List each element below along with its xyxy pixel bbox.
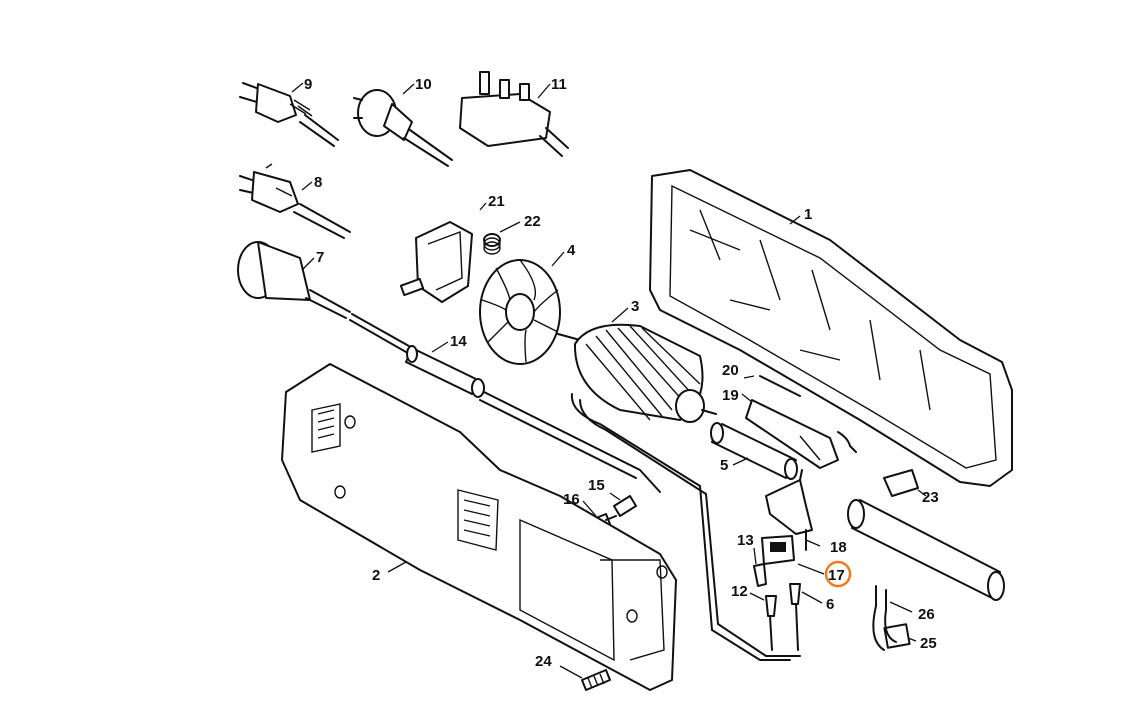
callout-label-23[interactable]: 23 bbox=[922, 489, 939, 506]
callout-label-5[interactable]: 5 bbox=[720, 457, 728, 474]
part-12-terminals[interactable] bbox=[765, 583, 801, 651]
callout-label-13[interactable]: 13 bbox=[737, 532, 754, 549]
callout-label-4[interactable]: 4 bbox=[567, 242, 576, 259]
callout-label-9[interactable]: 9 bbox=[304, 76, 312, 93]
callout-label-19[interactable]: 19 bbox=[722, 387, 739, 404]
callout-label-6[interactable]: 6 bbox=[826, 596, 834, 613]
callout-label-15[interactable]: 15 bbox=[588, 477, 605, 494]
part-2-handle-housing[interactable] bbox=[281, 363, 677, 691]
part-7-power-cord[interactable] bbox=[237, 241, 481, 393]
callout-label-10[interactable]: 10 bbox=[415, 76, 432, 93]
callout-label-8[interactable]: 8 bbox=[314, 174, 322, 191]
part-11-uk-plug[interactable] bbox=[459, 71, 569, 157]
callout-label-17[interactable]: 17 bbox=[828, 567, 845, 584]
callout-label-16[interactable]: 16 bbox=[563, 491, 580, 508]
cover-tube bbox=[847, 499, 1005, 601]
part-23-clip[interactable] bbox=[883, 469, 919, 497]
part-15-screw-sleeve[interactable] bbox=[613, 495, 637, 517]
callout-label-18[interactable]: 18 bbox=[830, 539, 847, 556]
part-22-spring[interactable] bbox=[483, 233, 501, 255]
highlight-ring-17 bbox=[824, 560, 852, 588]
part-25-capacitor[interactable] bbox=[872, 605, 911, 651]
callout-label-11[interactable]: 11 bbox=[551, 76, 567, 93]
callout-label-25[interactable]: 25 bbox=[920, 635, 937, 652]
part-8-schuko-plug[interactable] bbox=[239, 163, 351, 239]
leader-lines bbox=[291, 82, 927, 679]
part-17-switch[interactable] bbox=[761, 535, 795, 565]
part-18-switch-lever[interactable] bbox=[765, 469, 813, 551]
callout-label-22[interactable]: 22 bbox=[524, 213, 541, 230]
part-14-cable-grommet[interactable] bbox=[405, 345, 661, 493]
callout-label-7[interactable]: 7 bbox=[316, 249, 324, 266]
callout-label-12[interactable]: 12 bbox=[731, 583, 748, 600]
callout-label-14[interactable]: 14 bbox=[450, 333, 467, 350]
callout-label-1[interactable]: 1 bbox=[804, 206, 812, 223]
callout-label-2[interactable]: 2 bbox=[372, 567, 380, 584]
callout-label-26[interactable]: 26 bbox=[918, 606, 935, 623]
callout-label-3[interactable]: 3 bbox=[631, 298, 639, 315]
part-10-round-plug[interactable] bbox=[353, 89, 453, 167]
part-4-fan-impeller[interactable] bbox=[479, 259, 561, 365]
part-3-armature[interactable] bbox=[557, 323, 801, 661]
part-19-brush-holder[interactable] bbox=[745, 399, 857, 469]
part-24-screw[interactable] bbox=[581, 669, 611, 691]
part-9-euro-plug[interactable] bbox=[239, 82, 339, 147]
part-13-connector[interactable] bbox=[753, 563, 767, 587]
callout-label-20[interactable]: 20 bbox=[722, 362, 739, 379]
part-1-housing[interactable] bbox=[649, 169, 1013, 487]
part-20-spring-contact[interactable] bbox=[759, 375, 801, 397]
part-5-tube[interactable] bbox=[710, 422, 798, 480]
callout-label-24[interactable]: 24 bbox=[535, 653, 552, 670]
part-21-fan-cover[interactable] bbox=[399, 221, 473, 303]
part-26-terminal[interactable] bbox=[875, 585, 887, 611]
callout-label-21[interactable]: 21 bbox=[488, 193, 505, 210]
callout-labels: 9 10 11 8 7 21 22 4 3 1 14 20 19 5 23 15… bbox=[304, 76, 939, 670]
